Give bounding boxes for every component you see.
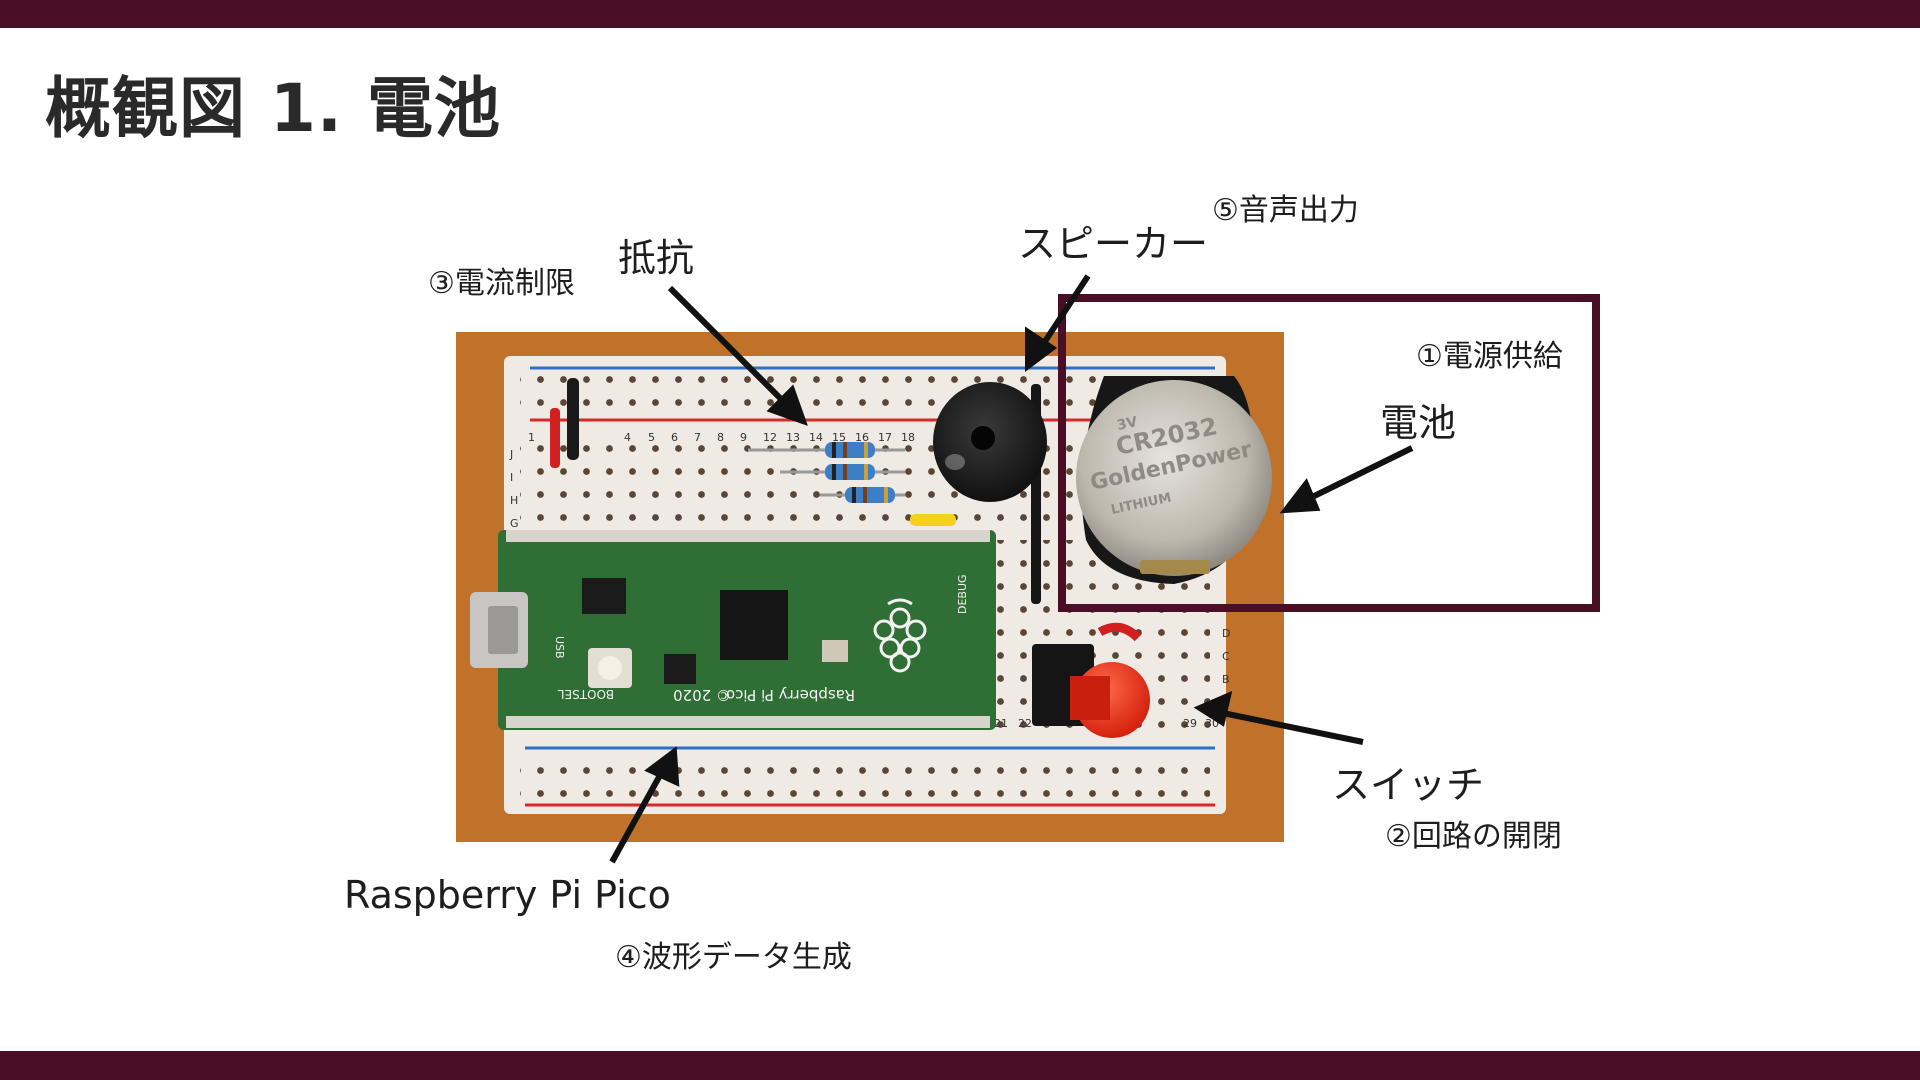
row-letter: H [510,494,518,507]
pico-silkscreen: USB [553,636,566,659]
top-bar [0,0,1920,28]
label-pico: Raspberry Pi Pico [344,873,671,917]
row-number: 18 [901,431,915,444]
switch-component [1032,644,1150,738]
label-speaker: スピーカー [1018,222,1209,266]
row-number: 16 [855,431,869,444]
label-switch: スイッチ [1332,763,1485,807]
row-number: 22 [1018,717,1032,730]
battery-component: 3V CR2032 GoldenPower LITHIUM [1076,376,1272,584]
row-number: 14 [809,431,823,444]
speaker-component [933,382,1047,502]
arrow-switch [1217,709,1364,745]
raspberry-logo [873,607,927,673]
pico-silkscreen: © 2020 [673,686,731,704]
arrow-resistor [667,285,793,411]
row-letter: D [1222,627,1230,640]
row-letter: G [510,517,519,530]
row-number: 8 [717,431,724,444]
label-power-role: ①電源供給 [1416,339,1563,374]
row-number: 7 [694,431,701,444]
label-speaker-role: ⑤音声出力 [1212,193,1359,228]
battery-marking: 3V [1116,414,1140,434]
label-resistor-role: ③電流制限 [428,266,575,301]
row-letter: J [509,448,513,461]
resistors [748,442,905,503]
arrow-battery [1300,445,1414,505]
label-switch-role: ②回路の開閉 [1385,819,1562,854]
pico-board: Raspberry Pi Pico © 2020 BOOTSEL USB DEB… [470,530,996,730]
row-number: 4 [624,431,631,444]
label-battery: 電池 [1380,401,1457,445]
row-number: 1 [528,431,535,444]
row-number: 21 [994,717,1008,730]
row-number: 29 [1183,717,1197,730]
row-number: 9 [740,431,747,444]
battery-highlight-box [1058,294,1600,612]
row-number: 6 [671,431,678,444]
annotation-arrows [609,274,1414,864]
label-pico-role: ④波形データ生成 [615,940,852,975]
label-resistor: 抵抗 [618,236,695,280]
bottom-bar [0,1051,1920,1080]
slide-title: 概観図 1. 電池 [45,70,501,147]
row-number: 5 [648,431,655,444]
arrow-speaker [1035,274,1091,354]
row-number: 12 [763,431,777,444]
row-letter: I [510,471,513,484]
row-number: 13 [786,431,800,444]
pico-silkscreen: Raspberry Pi Pico [726,686,855,704]
arrow-pico [609,766,667,864]
row-number: 17 [878,431,892,444]
row-number: 15 [832,431,846,444]
pico-silkscreen: DEBUG [956,574,969,614]
row-letter: C [1222,650,1230,663]
pico-silkscreen: BOOTSEL [558,687,614,701]
row-letter: B [1222,673,1230,686]
